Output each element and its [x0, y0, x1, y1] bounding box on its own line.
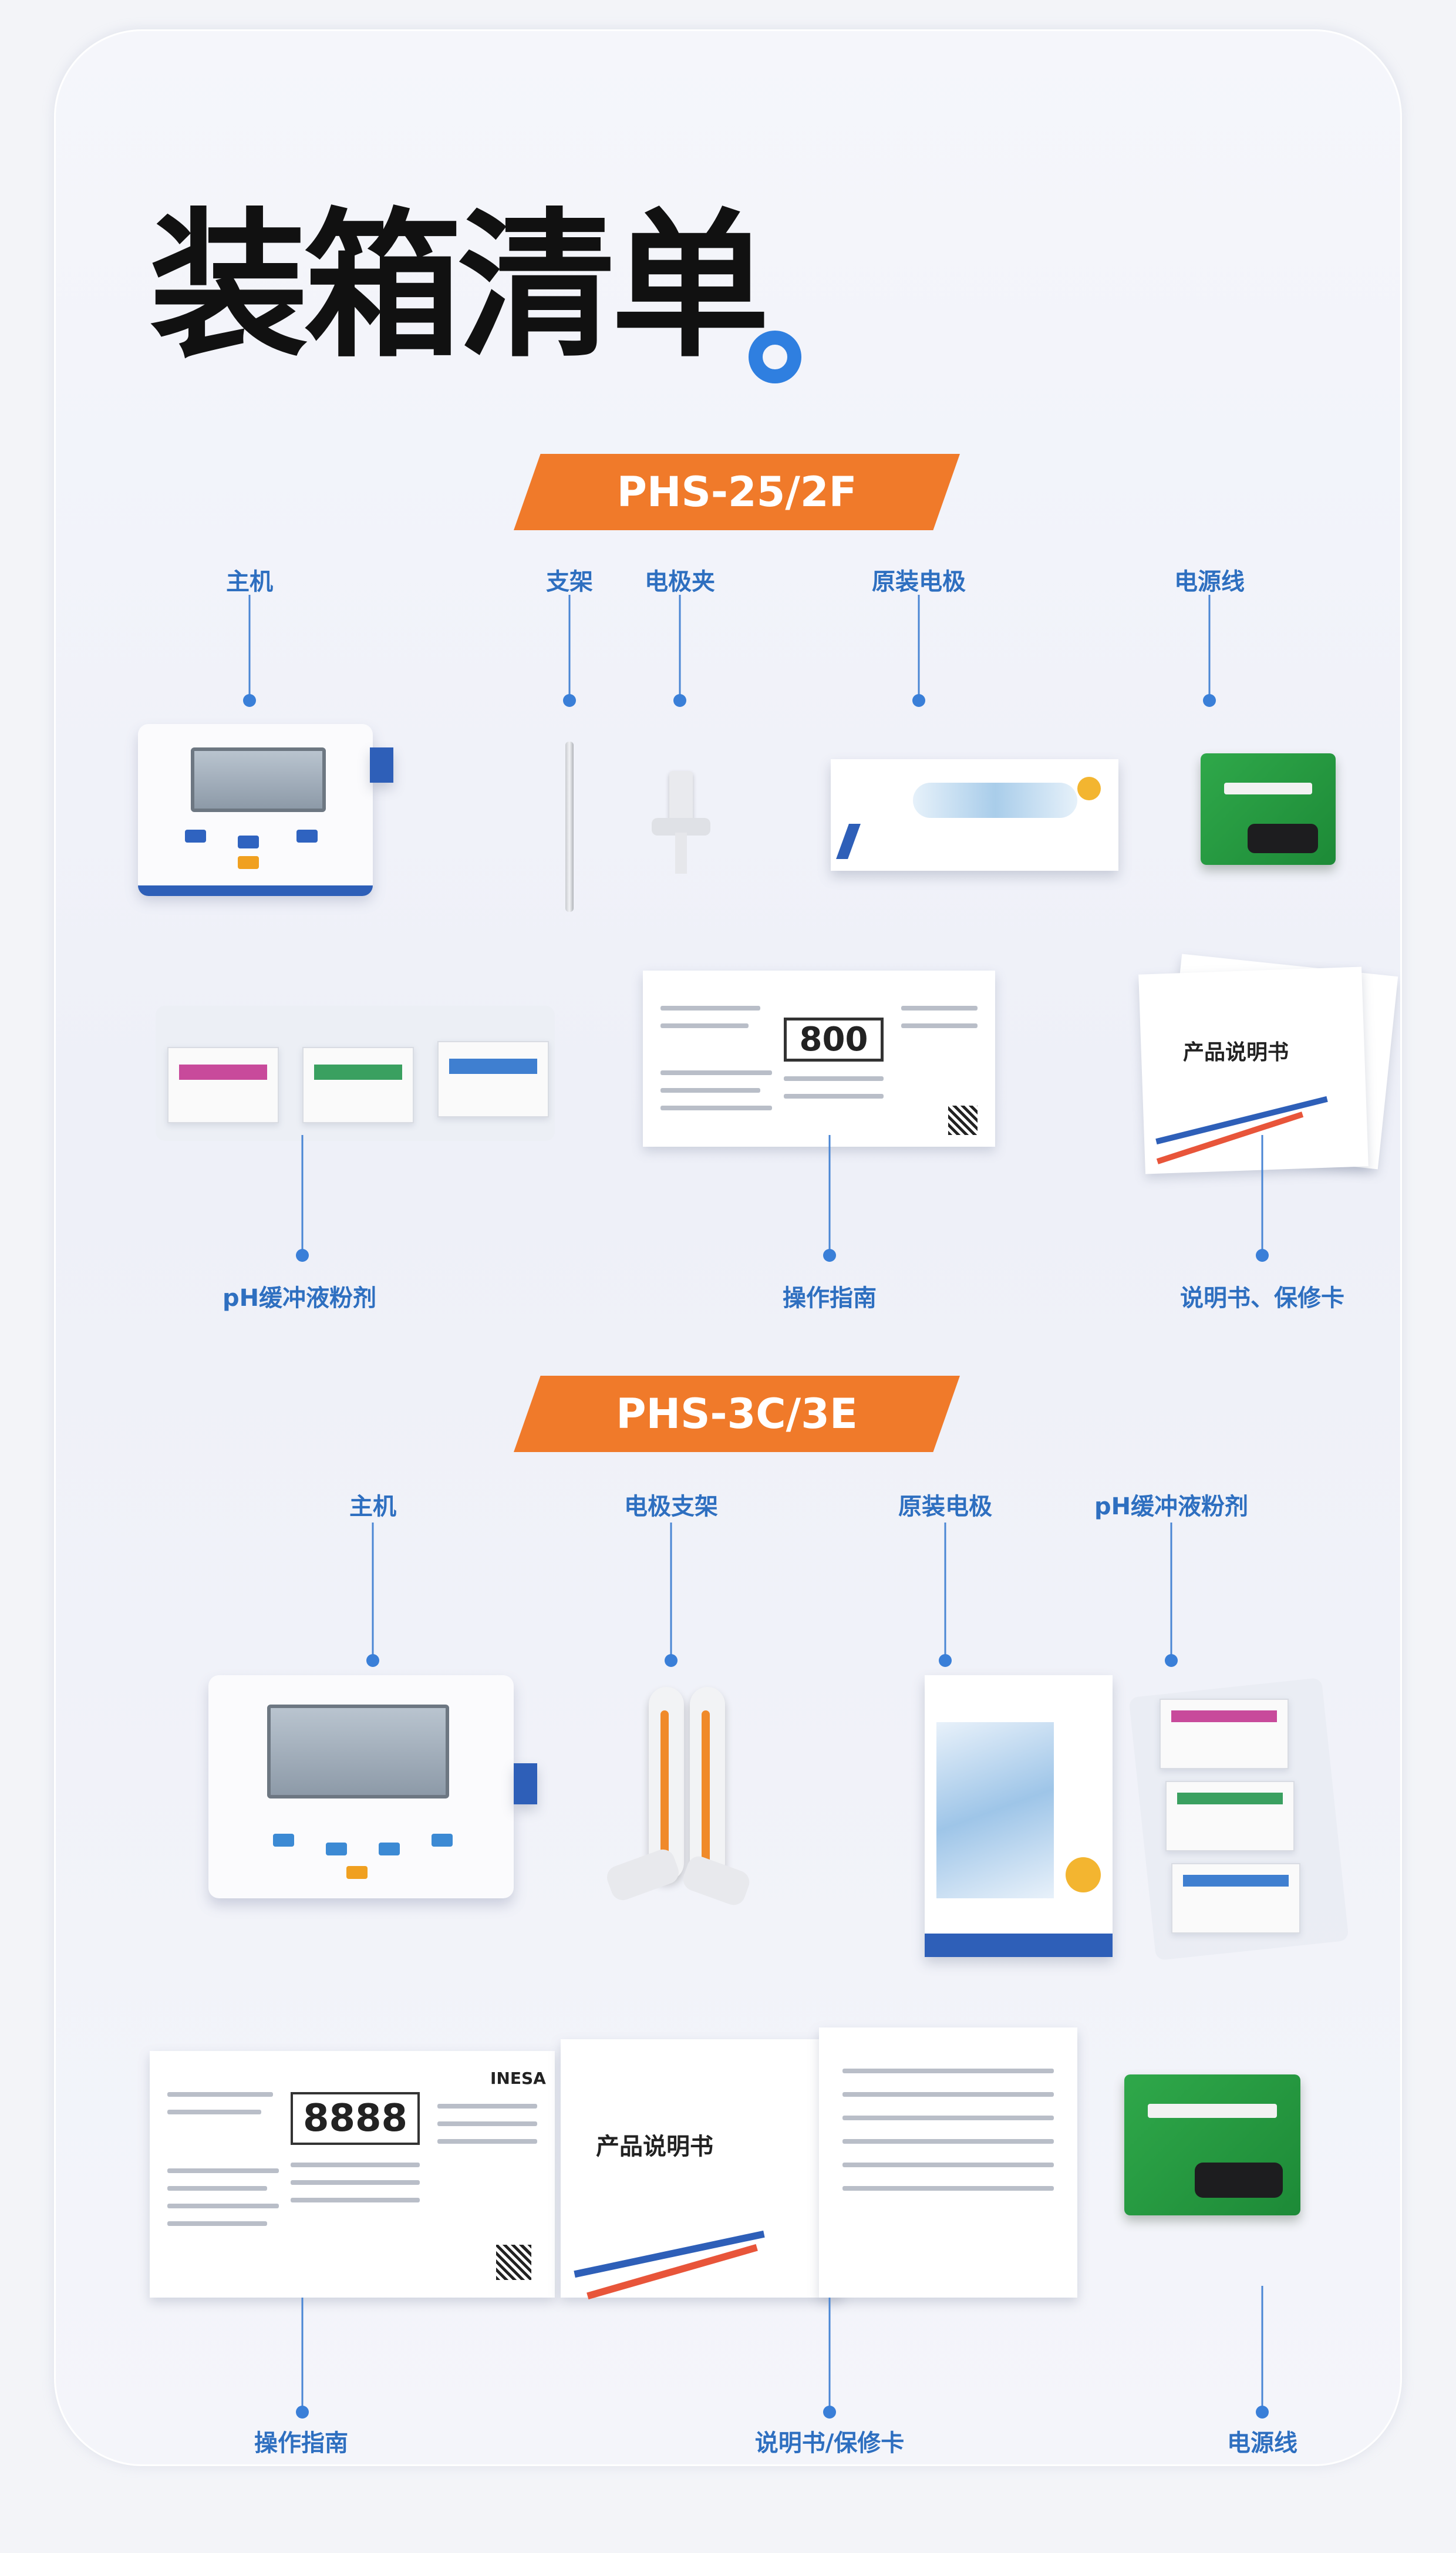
pointer-line [679, 595, 681, 700]
manual-title-2: 产品说明书 [596, 2133, 713, 2160]
pointer-dot [563, 694, 576, 707]
host-meter-image-2 [208, 1640, 549, 1916]
pointer-line [918, 595, 920, 700]
power-adapter-image-2 [1124, 2074, 1318, 2227]
buffer-sachets-image-1 [156, 1006, 555, 1141]
pointer-dot [243, 694, 256, 707]
pointer-dot [823, 2406, 836, 2419]
label-stand-1: 支架 [546, 568, 593, 595]
pointer-dot [296, 1249, 309, 1262]
quick-guide-image-2: 8888 INESA [150, 2051, 561, 2303]
pointer-dot [912, 694, 925, 707]
buffer-sachets-image-2 [1128, 1677, 1353, 1961]
label-electrode-2: 原装电极 [898, 1493, 992, 1520]
label-electrode-1: 原装电极 [872, 568, 966, 595]
electrode-box-image-1 [831, 759, 1124, 877]
pointer-dot [823, 1249, 836, 1262]
label-guide-1: 操作指南 [783, 1285, 877, 1312]
stand-rod-image [561, 742, 578, 918]
pointer-line [944, 1523, 946, 1658]
pointer-line [301, 2298, 304, 2409]
label-power-1: 电源线 [1174, 568, 1245, 595]
pointer-line [568, 595, 571, 700]
label-power-2: 电源线 [1227, 2430, 1297, 2457]
pointer-dot [939, 1654, 952, 1667]
electrode-clip-image [646, 771, 716, 877]
label-host-2: 主机 [349, 1493, 396, 1520]
label-manual-2: 说明书/保修卡 [754, 2430, 905, 2457]
manual-image-2: 产品说明书 [561, 2027, 1089, 2303]
pointer-dot [296, 2406, 309, 2419]
pointer-line [1261, 1135, 1263, 1252]
label-host-1: 主机 [226, 568, 273, 595]
host-meter-image-1 [138, 724, 393, 906]
pointer-dot [366, 1654, 379, 1667]
display-readout-1: 800 [784, 1018, 884, 1062]
model-banner-1: PHS-25/2F [514, 454, 960, 530]
label-buffer-2: pH缓冲液粉剂 [1094, 1493, 1249, 1520]
manual-image-1: 产品说明书 [1130, 954, 1400, 1174]
pointer-dot [665, 1654, 678, 1667]
pointer-line [301, 1135, 304, 1252]
label-manual-1: 说明书、保修卡 [1180, 1285, 1344, 1312]
manual-title-1: 产品说明书 [1183, 1040, 1289, 1065]
quick-guide-image-1: 800 [643, 971, 995, 1147]
label-clip-1: 电极夹 [645, 568, 715, 595]
brand-label: INESA [490, 2069, 546, 2088]
packing-list-card: 装箱清单 PHS-25/2F 主机 支架 电极夹 原装电极 电源线 [54, 29, 1402, 2466]
page-title: 装箱清单 [150, 194, 770, 379]
pointer-line [1208, 595, 1211, 700]
pointer-line [372, 1523, 374, 1658]
label-buffer-1: pH缓冲液粉剂 [222, 1285, 377, 1312]
label-guide-2: 操作指南 [254, 2430, 348, 2457]
electrode-box-image-2 [913, 1663, 1136, 1969]
pointer-dot [673, 694, 686, 707]
pointer-dot [1256, 2406, 1269, 2419]
model-name-1: PHS-25/2F [616, 468, 857, 516]
model-banner-2: PHS-3C/3E [514, 1376, 960, 1452]
pointer-dot [1203, 694, 1216, 707]
pointer-line [1170, 1523, 1172, 1658]
pointer-line [828, 2298, 831, 2409]
pointer-dot [1256, 1249, 1269, 1262]
pointer-line [1261, 2286, 1263, 2409]
electrode-stand-image-2 [602, 1687, 754, 1922]
pointer-line [828, 1135, 831, 1252]
title-dot-icon [749, 331, 801, 383]
pointer-line [248, 595, 251, 700]
model-name-2: PHS-3C/3E [616, 1390, 858, 1438]
power-adapter-image-1 [1201, 753, 1342, 871]
pointer-dot [1165, 1654, 1178, 1667]
display-readout-2: 8888 [291, 2092, 420, 2145]
pointer-line [670, 1523, 672, 1658]
label-stand-2: 电极支架 [624, 1493, 718, 1520]
